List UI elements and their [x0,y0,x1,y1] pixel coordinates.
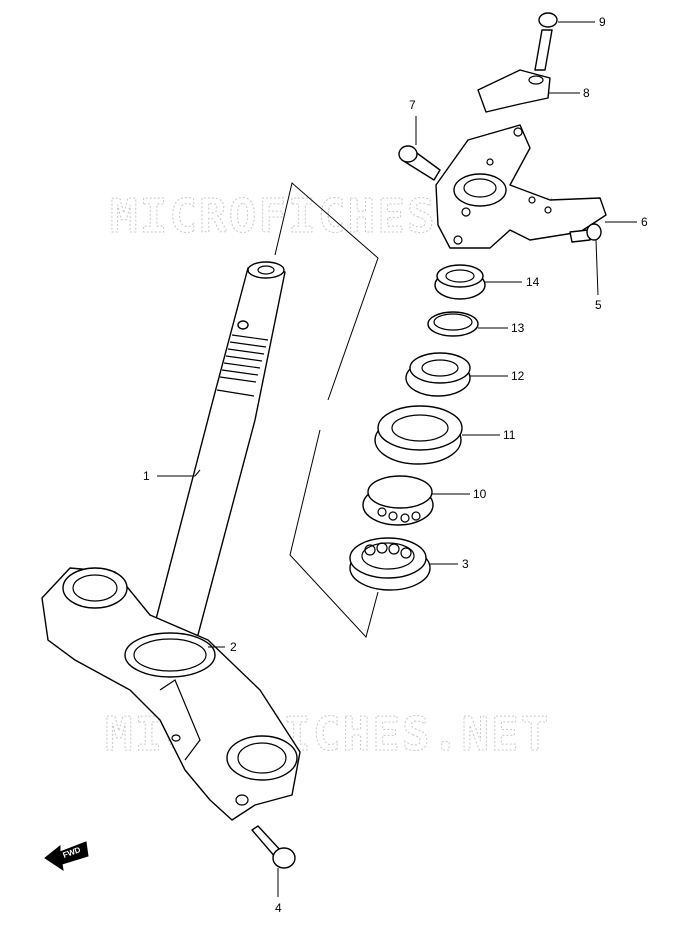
dust-seal [374,405,463,465]
upper-bracket [435,124,607,249]
lower-bearing [349,537,431,591]
forward-arrow-icon: FWD [44,841,89,872]
upper-bearing [362,475,434,526]
callout-12: 12 [511,369,525,383]
callout-13: 13 [511,321,525,335]
callout-5: 5 [595,298,602,312]
callout-6: 6 [641,215,648,229]
side-bolt-top [398,145,441,181]
callout-9: 9 [599,15,606,29]
callout-14: 14 [526,275,540,289]
callout-3: 3 [462,557,469,571]
callout-10: 10 [473,487,487,501]
callout-7: 7 [409,98,416,112]
washer [427,311,479,337]
top-nut [434,264,486,300]
callout-4: 4 [275,901,282,915]
group-bracket-top [274,182,379,401]
lower-bracket [41,567,301,821]
group-bracket-bottom [289,429,379,639]
callout-2: 2 [230,640,237,654]
handlebar-clamp [477,69,551,113]
leader-lines [157,21,637,897]
callout-8: 8 [583,86,590,100]
pinch-bolt-bottom [251,825,296,869]
clamp-bolt [534,12,558,71]
steering-nut [405,352,471,397]
steering-stem [147,261,286,666]
callout-1: 1 [143,469,150,483]
callout-11: 11 [503,428,516,442]
small-screw [569,223,602,243]
